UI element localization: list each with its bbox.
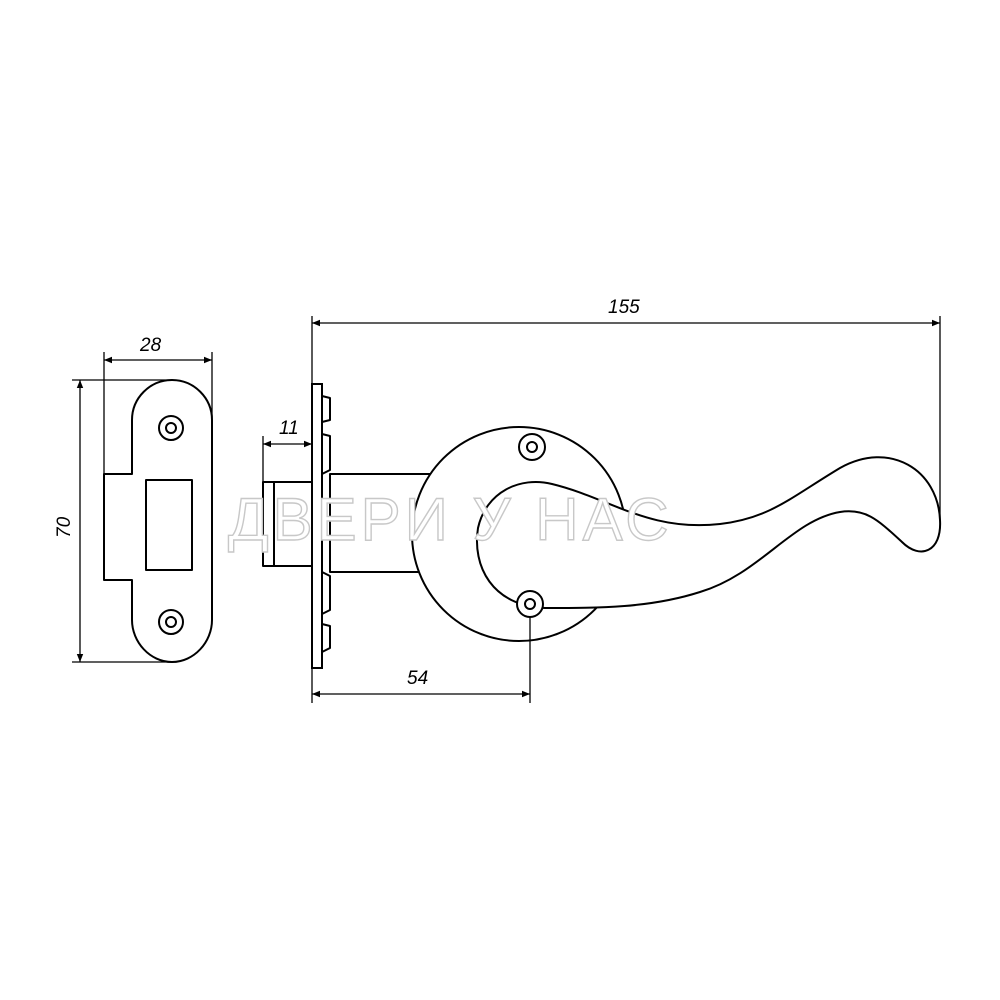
- handle-lever: [476, 456, 942, 610]
- dimension-label-rose-offset: 54: [407, 668, 428, 689]
- dimension-label-strike-width: 28: [139, 335, 162, 356]
- dimension-label-overall-length: 155: [608, 297, 640, 318]
- strike-screw-top: [158, 415, 184, 441]
- latch-bracket-bottom: [321, 571, 331, 653]
- strike-plate-outline: [103, 379, 213, 663]
- dimension-strike-height: 70: [54, 379, 172, 663]
- dimension-overall-length: 155: [311, 297, 941, 520]
- latch-bracket-top: [321, 395, 331, 475]
- door-handle: [411, 426, 942, 642]
- watermark-text: ДВЕРИ У НАС: [228, 486, 673, 553]
- rose-screw-bottom: [516, 590, 544, 618]
- strike-screw-bottom: [158, 609, 184, 635]
- strike-plate-opening: [145, 479, 193, 571]
- rose-screw-top: [518, 433, 546, 461]
- dimension-strike-width: 28: [103, 335, 213, 474]
- dimension-label-latch-offset: 11: [279, 418, 299, 439]
- latch-faceplate: [311, 383, 323, 669]
- dimension-label-strike-height: 70: [54, 516, 75, 538]
- dimension-rose-offset: 54: [311, 617, 531, 703]
- strike-plate: [103, 379, 213, 663]
- dimension-latch-offset: 11: [262, 384, 313, 482]
